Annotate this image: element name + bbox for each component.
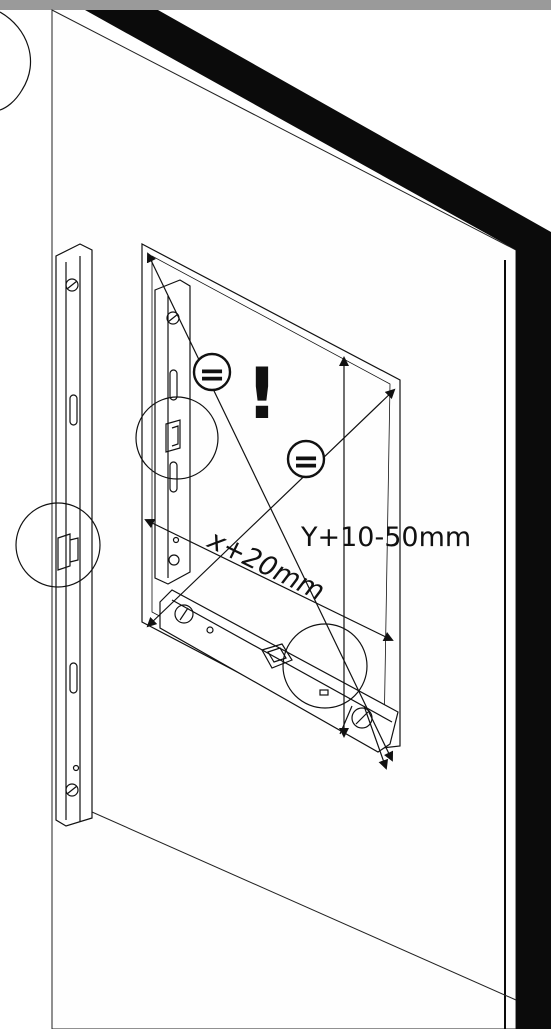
rail-screw-top [65, 278, 79, 292]
warning-mark: ! [246, 353, 278, 435]
rail-slot [69, 394, 78, 426]
left-rail [55, 243, 93, 827]
equal-badge-1: = [192, 352, 232, 393]
dimension-lines [144, 252, 396, 770]
equal-sign: = [199, 355, 226, 393]
top-bar [0, 0, 551, 10]
vertical-dimension-label: Y+10-50mm [300, 522, 471, 553]
rail-screw-bottom [65, 783, 79, 797]
door-panel [51, 9, 551, 1029]
rail-keeper [57, 533, 79, 571]
rail-slot-lower [69, 662, 78, 694]
rail-detail-circle [15, 502, 101, 588]
detail-circle-fragment [0, 11, 32, 111]
equal-badge-2: = [286, 439, 326, 480]
width-dimension [144, 519, 394, 641]
equal-sign: = [293, 442, 320, 480]
